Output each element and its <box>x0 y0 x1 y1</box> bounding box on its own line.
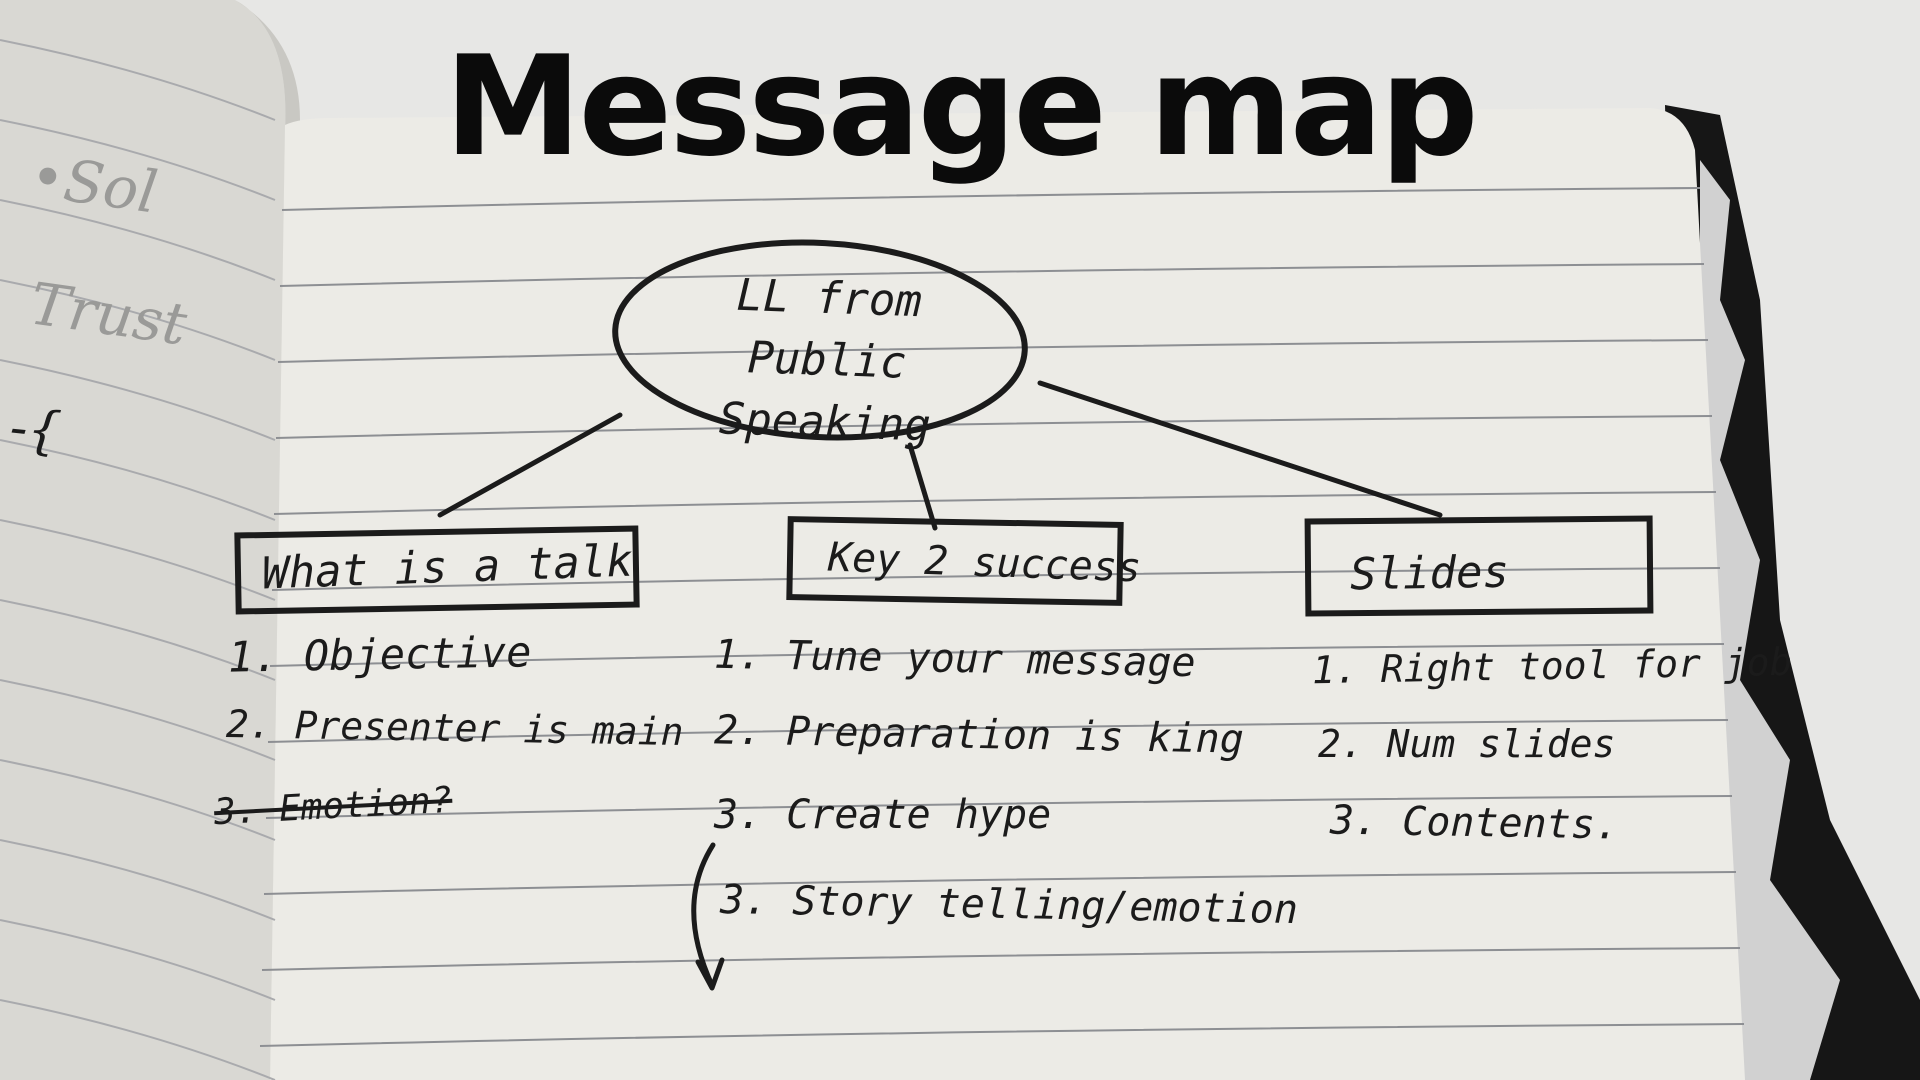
list-item: 1. Right tool for job <box>1312 640 1793 692</box>
center-node-line-2: Public Speaking <box>629 323 1023 461</box>
list-item: 2. Preparation is king <box>714 707 1245 762</box>
list-item: 3. Create hype <box>714 792 1051 838</box>
list-item: 2. Presenter is main <box>226 702 684 754</box>
list-item: 2. Num slides <box>1318 722 1615 766</box>
center-node-label: LL from Public Speaking <box>629 261 1025 460</box>
branch-label-slides: Slides <box>1350 547 1510 601</box>
right-page <box>270 108 1745 1080</box>
list-item: 3. Contents. <box>1330 797 1620 848</box>
list-item: 1. Objective <box>228 627 532 681</box>
page-title: Message map <box>0 38 1920 176</box>
left-page-scribble: -{ <box>7 398 64 463</box>
list-item: 1. Tune your message <box>714 632 1196 686</box>
